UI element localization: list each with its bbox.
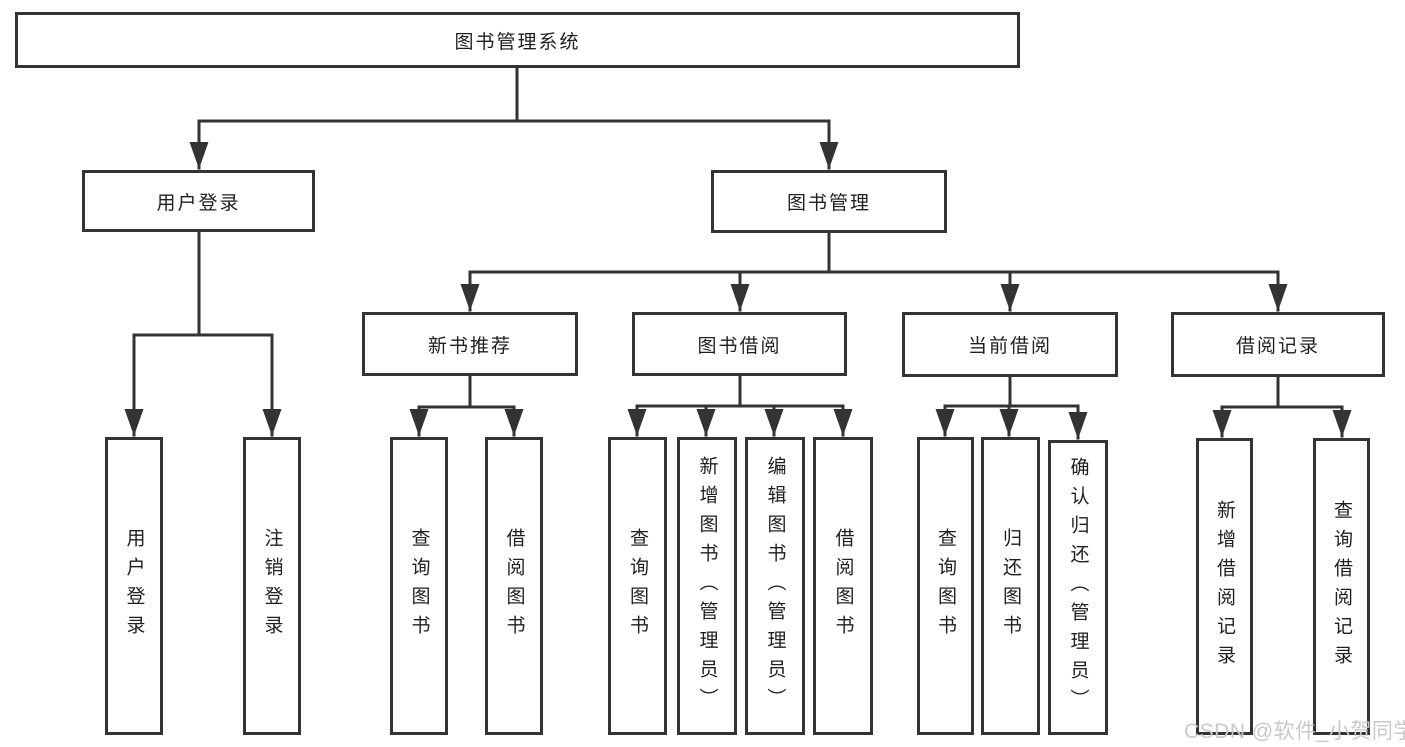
node-root-label: 图书管理系统 [454, 31, 581, 53]
node-user-login: 用户登录 [82, 170, 315, 232]
node-new-book-recommend: 新书推荐 [362, 312, 578, 376]
leaf-borrow-books-2: 借阅图书 [813, 437, 873, 735]
leaf-add-books-admin-label: 新增图书（管理员） [696, 455, 718, 717]
leaf-user-login-label: 用户登录 [123, 528, 145, 644]
leaf-query-books-2: 查询图书 [608, 437, 667, 735]
leaf-query-books-2-label: 查询图书 [627, 528, 648, 644]
leaf-edit-books-admin-label: 编辑图书（管理员） [764, 455, 786, 717]
leaf-query-books-1: 查询图书 [390, 437, 448, 735]
leaf-query-borrow-record-label: 查询借阅记录 [1331, 499, 1352, 674]
leaf-query-books-3: 查询图书 [917, 437, 974, 735]
leaf-user-login: 用户登录 [105, 437, 163, 735]
leaf-logout-label: 注销登录 [261, 528, 283, 644]
node-current-borrow-label: 当前借阅 [967, 336, 1052, 357]
leaf-return-books-label: 归还图书 [1000, 528, 1021, 644]
leaf-query-books-3-label: 查询图书 [935, 528, 956, 644]
leaf-query-books-1-label: 查询图书 [408, 528, 430, 644]
leaf-add-books-admin: 新增图书（管理员） [677, 437, 737, 735]
leaf-borrow-books-2-label: 借阅图书 [832, 528, 854, 644]
leaf-query-borrow-record: 查询借阅记录 [1313, 438, 1370, 735]
leaf-confirm-return-admin: 确认归还（管理员） [1048, 440, 1108, 735]
node-book-management: 图书管理 [711, 170, 947, 233]
leaf-confirm-return-admin-label: 确认归还（管理员） [1067, 457, 1089, 718]
node-root: 图书管理系统 [15, 12, 1020, 68]
node-borrow-records-label: 借阅记录 [1235, 336, 1320, 357]
leaf-borrow-books-1-label: 借阅图书 [503, 528, 525, 644]
node-user-login-label: 用户登录 [156, 192, 241, 214]
csdn-watermark: CSDN @软件_小贺同学 [1184, 720, 1405, 743]
node-current-borrow: 当前借阅 [902, 312, 1118, 377]
node-borrow-records: 借阅记录 [1171, 312, 1385, 377]
node-book-borrow: 图书借阅 [632, 312, 847, 376]
leaf-add-borrow-record: 新增借阅记录 [1196, 438, 1253, 735]
leaf-add-borrow-record-label: 新增借阅记录 [1214, 499, 1235, 674]
node-book-borrow-label: 图书借阅 [697, 335, 782, 357]
leaf-edit-books-admin: 编辑图书（管理员） [745, 437, 805, 735]
node-book-management-label: 图书管理 [786, 193, 871, 214]
leaf-logout: 注销登录 [243, 437, 301, 735]
node-new-book-recommend-label: 新书推荐 [427, 335, 512, 357]
leaf-borrow-books-1: 借阅图书 [485, 437, 543, 735]
leaf-return-books: 归还图书 [981, 437, 1040, 735]
